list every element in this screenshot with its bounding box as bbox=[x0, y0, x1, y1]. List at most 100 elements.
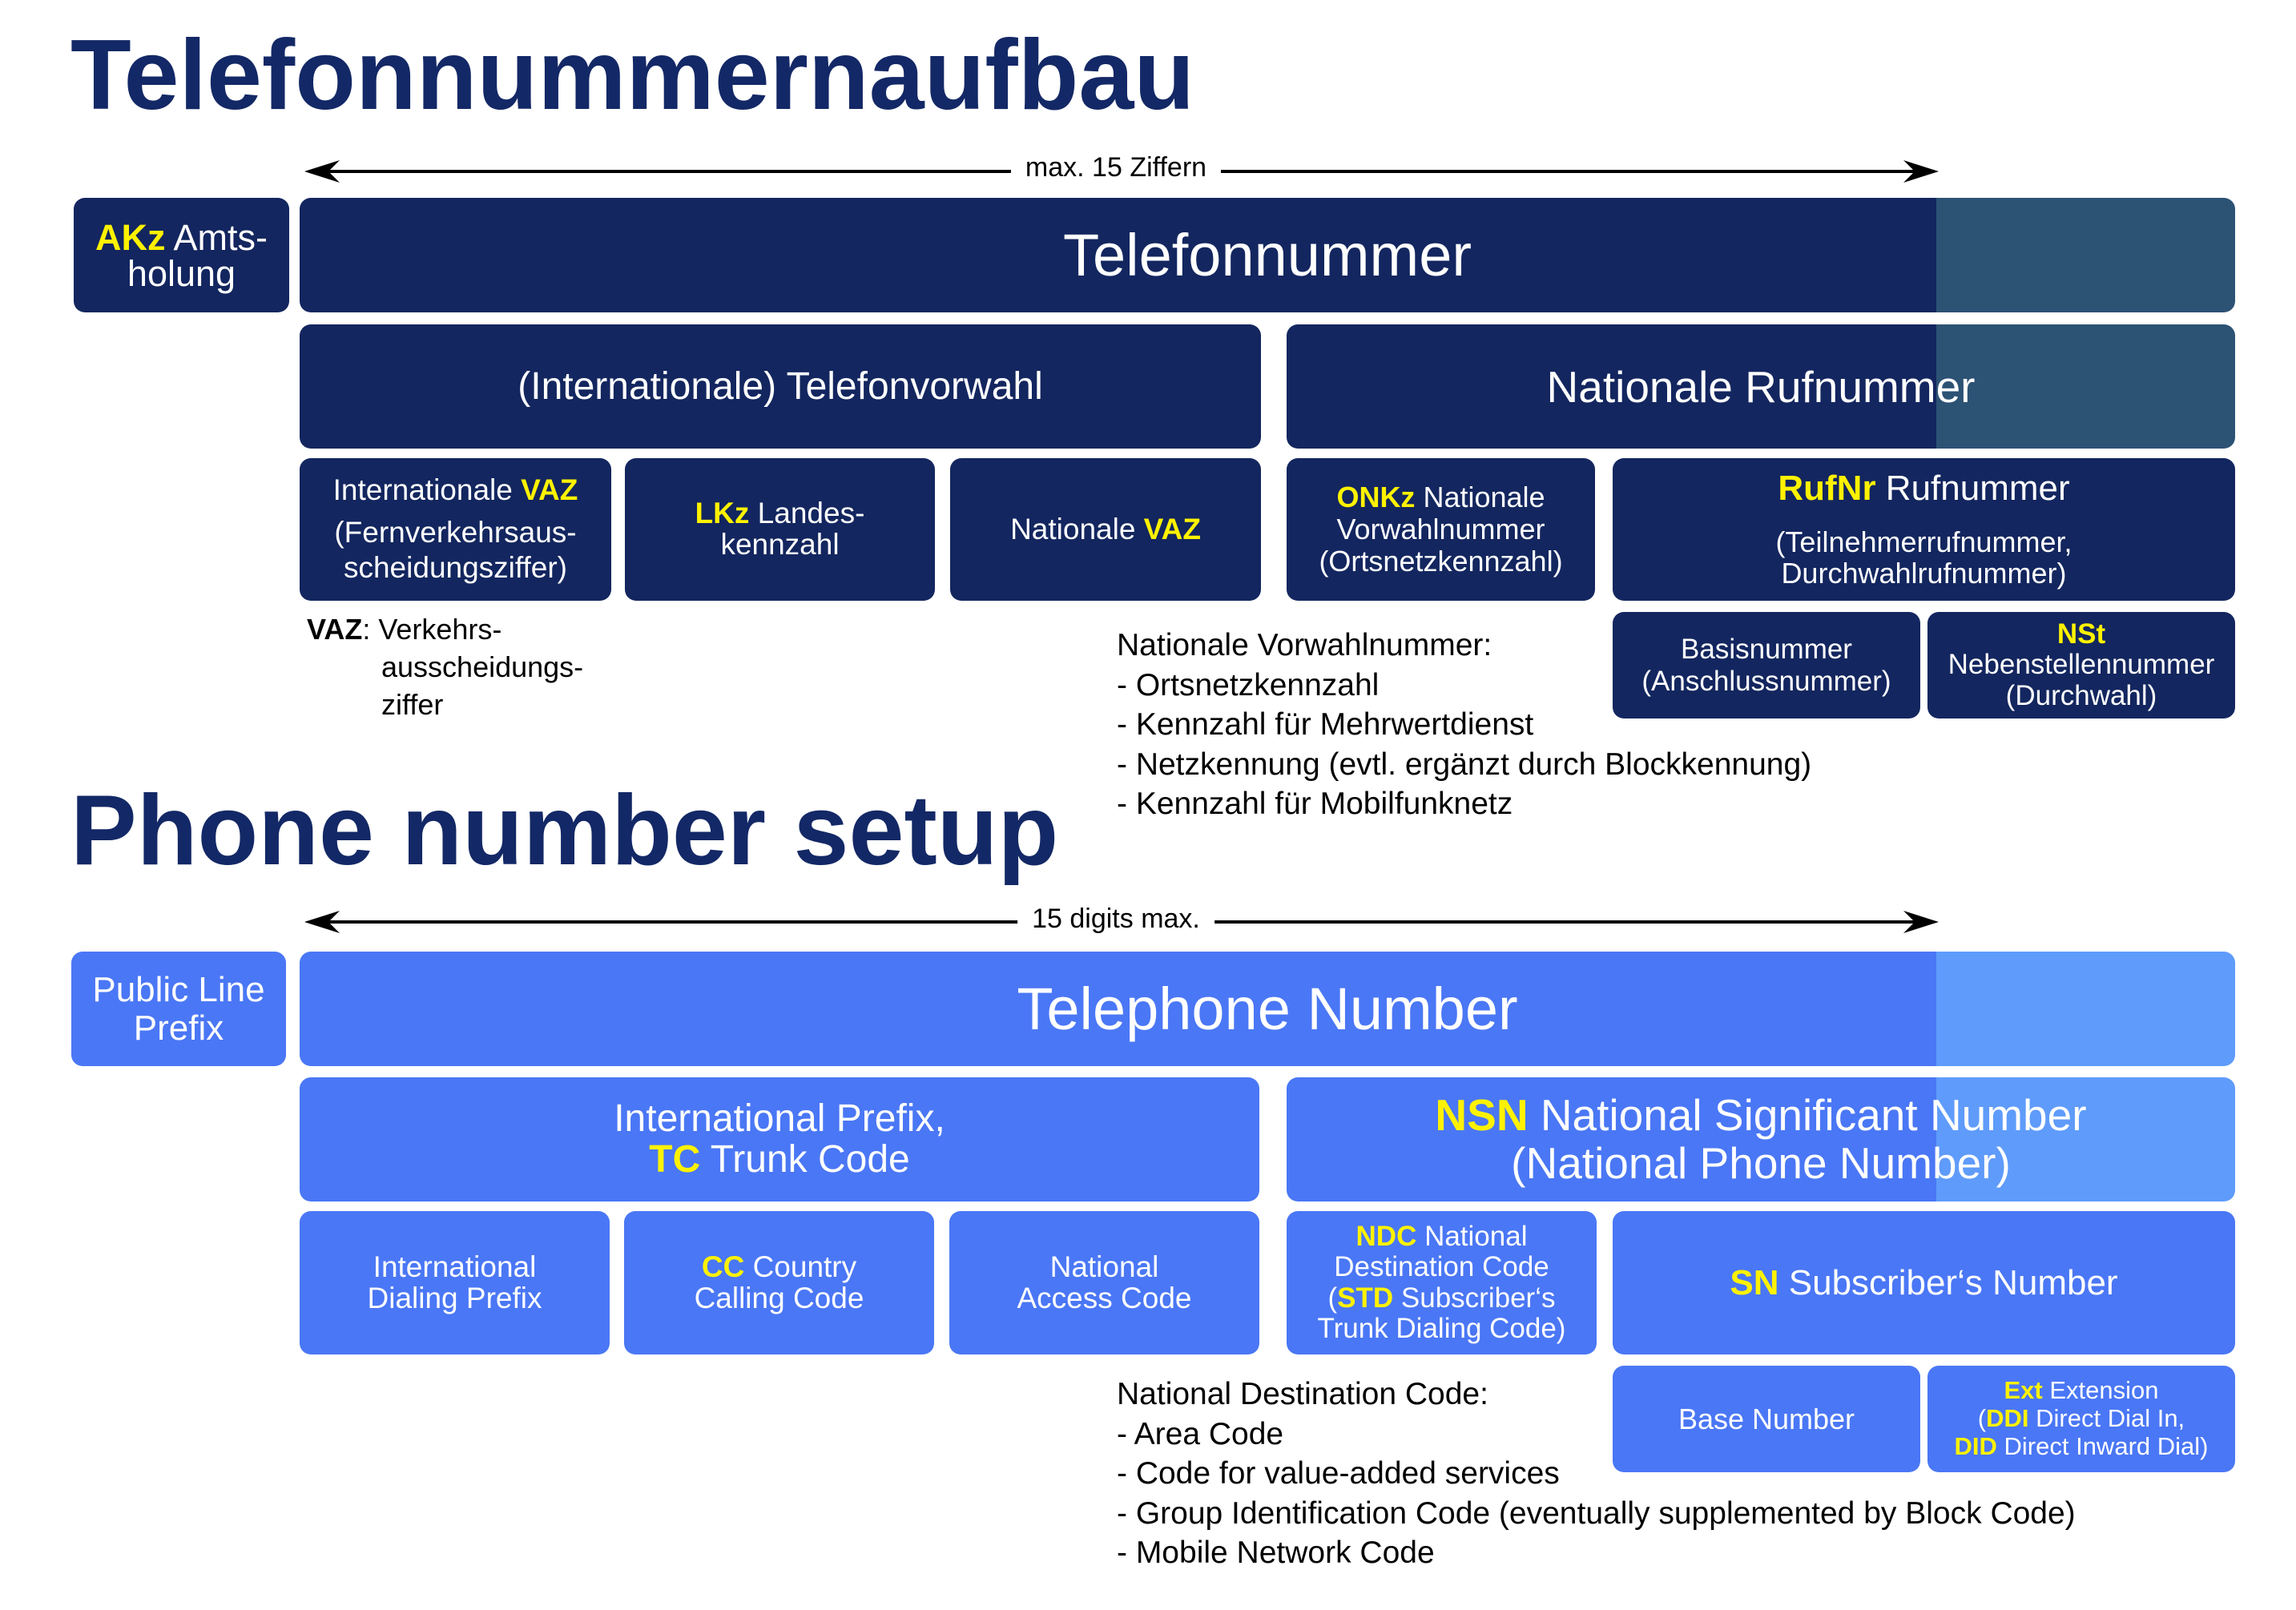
nst-line3: (Durchwahl) bbox=[2005, 679, 2157, 711]
nac-box: National Access Code bbox=[949, 1211, 1259, 1354]
ext-box: Ext Extension (DDI Direct Dial In, DID D… bbox=[1927, 1366, 2235, 1472]
ndc-note-item: - Mobile Network Code bbox=[1117, 1536, 1435, 1571]
basisnummer-box: Basisnummer (Anschlussnummer) bbox=[1613, 612, 1920, 718]
nst-box: NSt Nebenstellennummer (Durchwahl) bbox=[1927, 612, 2235, 718]
vorwahl-box: (Internationale) Telefonvorwahl bbox=[300, 324, 1261, 449]
telefonnummer-extension bbox=[1923, 198, 2235, 312]
ndc-line2: Destination Code bbox=[1334, 1251, 1549, 1282]
nationale-vaz-box: Nationale VAZ bbox=[950, 458, 1261, 601]
telephone-number-label: Telephone Number bbox=[1017, 976, 1518, 1042]
rufnr-line2: (Teilnehmerrufnummer, bbox=[1775, 525, 2072, 558]
vaz-note-line3: ziffer bbox=[381, 687, 444, 721]
ext-line2-open: ( bbox=[1977, 1404, 1987, 1433]
german-title: Telefonnummernaufbau bbox=[70, 20, 1195, 131]
ndc-abbr: NDC bbox=[1355, 1220, 1417, 1252]
span-label-en: 15 digits max. bbox=[1017, 904, 1214, 935]
vaz-note: VAZ: Verkehrs- ausscheidungs- ziffer bbox=[307, 611, 583, 723]
vorwahl-note: Nationale Vorwahlnummer: - Ortsnetzkennz… bbox=[1117, 626, 1811, 824]
vaz-note-line2: ausscheidungs- bbox=[381, 650, 584, 683]
ext-abbr: Ext bbox=[2004, 1376, 2043, 1405]
ext-text: Extension bbox=[2042, 1376, 2159, 1405]
ndc-line3-text: Subscriber‘s bbox=[1393, 1282, 1556, 1314]
ndc-note-item: - Group Identification Code (eventually … bbox=[1117, 1495, 2076, 1531]
telephone-number-extension bbox=[1923, 952, 2235, 1066]
internationale-vaz-abbr: VAZ bbox=[521, 473, 578, 507]
internationale-vaz-box: Internationale VAZ (Fernverkehrsaus- sch… bbox=[300, 458, 611, 601]
cc-box: CC Country Calling Code bbox=[624, 1211, 934, 1354]
sn-text: Subscriber‘s Number bbox=[1778, 1262, 2118, 1302]
sn-abbr: SN bbox=[1730, 1262, 1779, 1302]
international-prefix-line1: International Prefix, bbox=[614, 1097, 945, 1141]
rufnr-abbr: RufNr bbox=[1778, 469, 1876, 509]
nst-abbr: NSt bbox=[2056, 618, 2106, 650]
idp-line1: International bbox=[373, 1250, 537, 1283]
ext-line3-text: Direct Inward Dial) bbox=[1996, 1431, 2209, 1460]
ndc-note-heading: National Destination Code: bbox=[1117, 1377, 1488, 1411]
lkz-line2: kennzahl bbox=[720, 528, 840, 561]
onkz-text: Nationale bbox=[1415, 480, 1545, 513]
nst-line2: Nebenstellennummer bbox=[1948, 649, 2215, 681]
telefonnummer-box bbox=[300, 198, 1936, 312]
nsn-line2: (National Phone Number) bbox=[1511, 1137, 2011, 1188]
ddi-abbr: DDI bbox=[1986, 1404, 2029, 1433]
vaz-note-text: : Verkehrs- bbox=[362, 613, 502, 646]
lkz-text: Landes- bbox=[749, 497, 865, 530]
lkz-abbr: LKz bbox=[695, 497, 750, 530]
did-abbr: DID bbox=[1954, 1431, 1997, 1460]
tc-text: Trunk Code bbox=[700, 1137, 910, 1181]
nsn-box bbox=[1287, 1077, 1936, 1201]
internationale-vaz-prefix: Internationale bbox=[332, 473, 522, 507]
cc-abbr: CC bbox=[701, 1250, 745, 1283]
public-line-prefix-box: Public Line Prefix bbox=[71, 952, 286, 1066]
basisnummer-line1: Basisnummer bbox=[1681, 634, 1852, 666]
vorwahl-note-item: - Kennzahl für Mobilfunknetz bbox=[1117, 787, 1513, 822]
rufnr-line3: Durchwahlrufnummer) bbox=[1781, 557, 2067, 590]
nationale-vaz-abbr: VAZ bbox=[1143, 513, 1201, 545]
onkz-abbr: ONKz bbox=[1336, 480, 1416, 513]
public-line-prefix-line1: Public Line bbox=[92, 969, 265, 1009]
ndc-note-item: - Area Code bbox=[1117, 1416, 1284, 1451]
vorwahl-note-item: - Ortsnetzkennzahl bbox=[1117, 667, 1380, 702]
rufnr-text: Rufnummer bbox=[1875, 469, 2070, 509]
nationale-rufnummer-box bbox=[1287, 324, 1936, 449]
english-title: Phone number setup bbox=[70, 775, 1059, 886]
vorwahl-note-item: - Netzkennung (evtl. ergänzt durch Block… bbox=[1117, 747, 1812, 782]
cc-line2: Calling Code bbox=[694, 1281, 864, 1314]
telefonnummer-label: Telefonnummer bbox=[1062, 222, 1472, 288]
nac-line2: Access Code bbox=[1017, 1281, 1192, 1314]
akz-line2: holung bbox=[127, 252, 236, 294]
onkz-line3: (Ortsnetzkennzahl) bbox=[1319, 545, 1563, 578]
idp-box: International Dialing Prefix bbox=[300, 1211, 610, 1354]
vorwahl-note-item: - Kennzahl für Mehrwertdienst bbox=[1117, 707, 1534, 743]
international-prefix-box: International Prefix, TC Trunk Code bbox=[300, 1077, 1259, 1201]
vorwahl-note-heading: Nationale Vorwahlnummer: bbox=[1117, 628, 1492, 662]
akz-abbr: AKz bbox=[95, 216, 166, 258]
onkz-box: ONKz Nationale Vorwahlnummer (Ortsnetzke… bbox=[1287, 458, 1595, 601]
idp-line2: Dialing Prefix bbox=[367, 1281, 542, 1314]
tc-abbr: TC bbox=[649, 1137, 701, 1181]
cc-text: Country bbox=[744, 1250, 857, 1283]
nsn-label: NSN National Significant Number (Nationa… bbox=[1287, 1077, 2235, 1201]
internationale-vaz-line3: scheidungsziffer) bbox=[343, 551, 568, 585]
vaz-note-abbr: VAZ bbox=[307, 613, 363, 646]
lkz-box: LKz Landes- kennzahl bbox=[625, 458, 935, 601]
public-line-prefix-line2: Prefix bbox=[133, 1008, 224, 1048]
ndc-text: National bbox=[1416, 1220, 1528, 1252]
span-label-de: max. 15 Ziffern bbox=[1010, 152, 1222, 183]
basisnummer-line2: (Anschlussnummer) bbox=[1641, 665, 1891, 697]
base-number-box: Base Number bbox=[1613, 1366, 1920, 1472]
ext-line2-text: Direct Dial In, bbox=[2028, 1404, 2185, 1433]
ndc-note-item: - Code for value-added services bbox=[1117, 1456, 1560, 1491]
internationale-vaz-line2: (Fernverkehrsaus- bbox=[334, 515, 577, 549]
ndc-line4: Trunk Dialing Code) bbox=[1317, 1313, 1566, 1344]
nsn-text: National Significant Number bbox=[1528, 1090, 2087, 1141]
sn-box: SN Subscriber‘s Number bbox=[1613, 1211, 2235, 1354]
nationale-rufnummer-extension bbox=[1923, 324, 2235, 449]
std-abbr: STD bbox=[1337, 1282, 1394, 1314]
ndc-line3-open: ( bbox=[1327, 1282, 1338, 1314]
rufnr-box: RufNr Rufnummer (Teilnehmerrufnummer, Du… bbox=[1613, 458, 2235, 601]
nationale-rufnummer-label: Nationale Rufnummer bbox=[1546, 361, 1976, 412]
nsn-abbr: NSN bbox=[1435, 1090, 1529, 1141]
nsn-extension bbox=[1923, 1077, 2235, 1201]
akz-box: AKz Amts- holung bbox=[74, 198, 289, 312]
